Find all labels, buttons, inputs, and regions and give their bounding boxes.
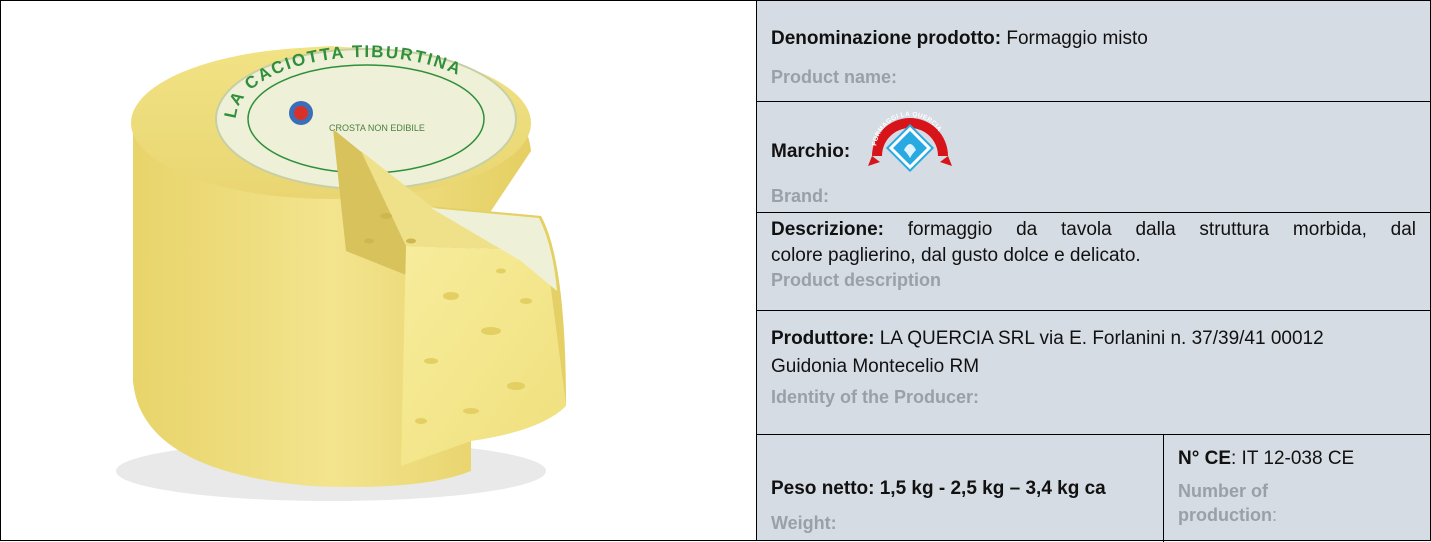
ce-number-value: : IT 12-038 CE (1231, 448, 1355, 469)
product-name-en-label: Product name: (771, 67, 898, 87)
cheese-image: LA CACIOTTA TIBURTINA CROSTA NON EDIBILE (116, 42, 566, 501)
ce-number-label: N° CE (1178, 448, 1231, 469)
description-line-1: formaggio da tavola dalla struttura morb… (907, 219, 1416, 240)
weight-label: Peso netto: 1,5 kg - 2,5 kg – 3,4 kg ca (771, 478, 1106, 499)
producer-line-2: Guidonia Montecelio RM (771, 356, 980, 377)
brand-label: Marchio: (771, 141, 851, 162)
ce-number-en-label: Number of production: (1178, 481, 1277, 525)
producer-row: Produttore: LA QUERCIA SRL via E. Forlan… (757, 311, 1430, 435)
product-name-value: Formaggio misto (1006, 28, 1148, 49)
producer-en-label: Identity of the Producer: (771, 387, 980, 407)
producer-label: Produttore: (771, 328, 875, 349)
weight-cell: Peso netto: 1,5 kg - 2,5 kg – 3,4 kg ca … (757, 435, 1164, 542)
brand-logo: FORMAGGI LA QUERCIA (868, 111, 952, 172)
cheese-wedge-label (431, 208, 557, 291)
description-text: Descrizione: formaggio da tavola dalla s… (771, 217, 1416, 269)
description-row: Descrizione: formaggio da tavola dalla s… (757, 213, 1430, 311)
producer-line-1: LA QUERCIA SRL via E. Forlanini n. 37/39… (879, 328, 1324, 349)
description-line-2: colore paglierino, dal gusto dolce e del… (771, 245, 1141, 266)
cheese-label-inner-text: CROSTA NON EDIBILE (329, 123, 425, 133)
product-info-table: Denominazione prodotto: Formaggio misto … (756, 0, 1431, 542)
description-en-label: Product description (771, 270, 942, 290)
cheese-holes (415, 268, 532, 424)
ce-number-line: N° CE: IT 12-038 CE (1178, 445, 1416, 473)
cheese-wedge-face (401, 246, 566, 466)
ce-number-cell: N° CE: IT 12-038 CE Number of production… (1164, 435, 1430, 542)
brand-row: Marchio: FORMAGGI LA QUERCIA Brand (757, 102, 1430, 213)
description-label: Descrizione: (771, 219, 884, 240)
product-name-line: Denominazione prodotto: Formaggio misto (771, 25, 1416, 53)
product-photo-cell: LA CACIOTTA TIBURTINA CROSTA NON EDIBILE (0, 0, 756, 541)
product-name-label: Denominazione prodotto: (771, 28, 1002, 49)
producer-text: Produttore: LA QUERCIA SRL via E. Forlan… (771, 325, 1416, 381)
brand-en-label: Brand: (771, 186, 829, 206)
weight-ce-row: Peso netto: 1,5 kg - 2,5 kg – 3,4 kg ca … (757, 435, 1430, 542)
weight-en-label: Weight: (771, 513, 837, 533)
product-name-row: Denominazione prodotto: Formaggio misto … (757, 1, 1430, 102)
